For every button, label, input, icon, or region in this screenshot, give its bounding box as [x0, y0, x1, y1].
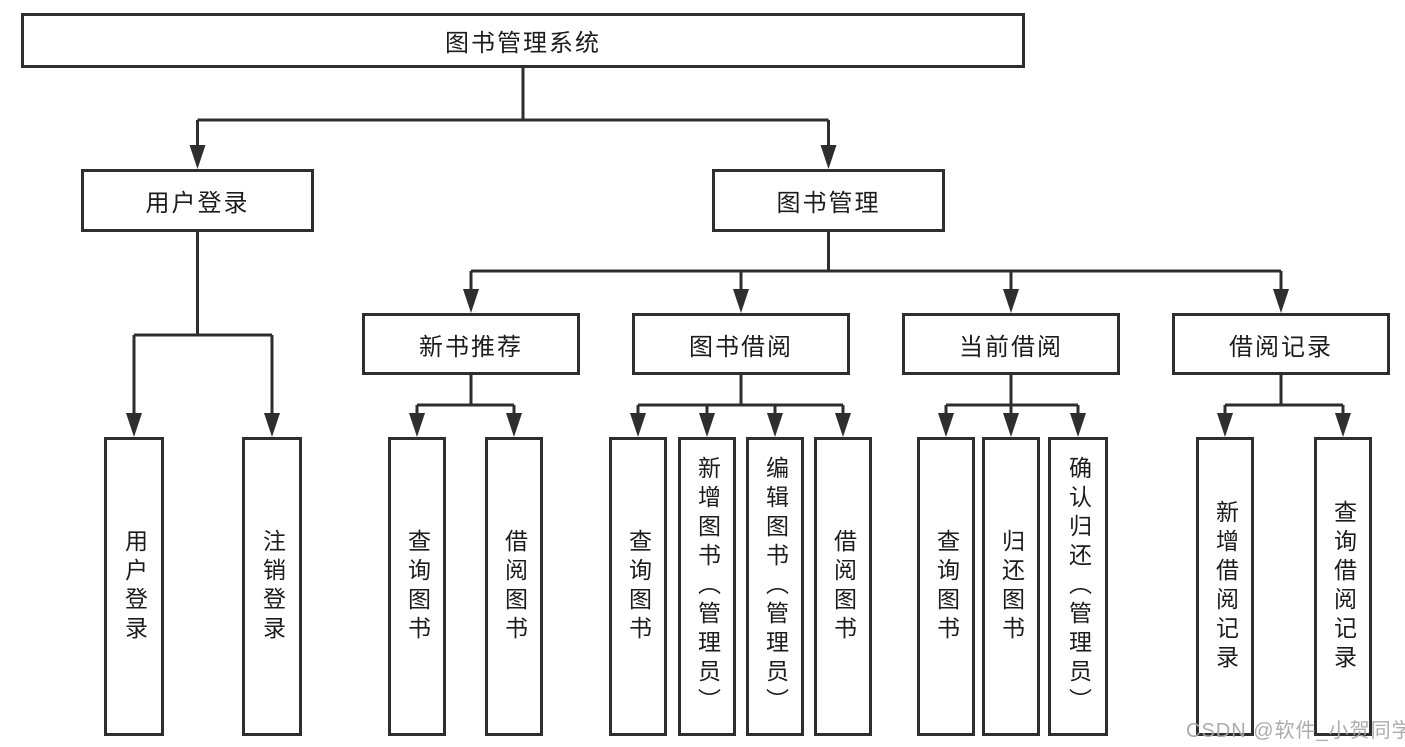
arrowhead [1217, 413, 1233, 437]
node-label: 新增图书（管理员） [694, 456, 721, 717]
node-book-management: 图书管理 [712, 169, 945, 232]
leaf-query-books-current: 查询图书 [917, 437, 975, 736]
leaf-borrow-books-recommend: 借阅图书 [485, 437, 543, 736]
csdn-watermark: CSDN @软件_小贺同学 [1186, 720, 1405, 742]
node-library-system: 图书管理系统 [21, 13, 1025, 68]
arrowhead [189, 145, 206, 169]
connector-newbook-children [415, 375, 516, 418]
arrowhead [767, 413, 783, 437]
leaf-query-borrow-record: 查询借阅记录 [1314, 437, 1372, 736]
node-label: 借阅图书 [830, 528, 857, 645]
arrowhead [1335, 413, 1351, 437]
leaf-borrow-books: 借阅图书 [814, 437, 872, 736]
node-label: 用户登录 [145, 190, 250, 217]
arrowhead [733, 289, 749, 313]
arrowhead [1003, 289, 1019, 313]
arrowhead [1070, 413, 1086, 437]
connector-root-to-level2 [196, 68, 830, 150]
node-label: 查询图书 [404, 528, 431, 645]
node-label: 图书管理系统 [445, 30, 601, 57]
connector-current-children [944, 375, 1080, 418]
node-label: 图书管理 [776, 190, 881, 217]
node-label: 查询借阅记录 [1330, 499, 1357, 674]
leaf-query-books-recommend: 查询图书 [388, 437, 446, 736]
node-borrowing-records: 借阅记录 [1172, 313, 1390, 375]
leaf-user-login: 用户登录 [104, 437, 164, 736]
node-label: 借阅记录 [1229, 333, 1333, 361]
arrowhead [264, 413, 280, 437]
leaf-query-books-borrow: 查询图书 [609, 437, 667, 736]
node-label: 编辑图书（管理员） [762, 456, 789, 717]
node-user-login: 用户登录 [81, 169, 314, 232]
leaf-logout: 注销登录 [242, 437, 302, 736]
leaf-edit-books-admin: 编辑图书（管理员） [746, 437, 804, 736]
node-label: 查询图书 [933, 528, 960, 645]
node-label: 查询图书 [625, 528, 652, 645]
node-new-book-recommendation: 新书推荐 [362, 313, 580, 375]
leaf-return-books: 归还图书 [982, 437, 1040, 736]
node-label: 新书推荐 [419, 333, 523, 361]
node-label: 确认归还（管理员） [1065, 456, 1092, 717]
leaf-add-borrow-record: 新增借阅记录 [1196, 437, 1254, 736]
node-label: 图书借阅 [689, 333, 793, 361]
node-book-borrowing: 图书借阅 [632, 313, 850, 375]
connector-records-children [1223, 375, 1345, 418]
arrowhead [409, 413, 425, 437]
node-label: 注销登录 [259, 528, 286, 645]
node-label: 归还图书 [998, 528, 1025, 645]
arrowhead [506, 413, 522, 437]
arrowhead [1273, 289, 1289, 313]
arrowhead [938, 413, 954, 437]
arrowhead [820, 145, 837, 169]
arrowhead [699, 413, 715, 437]
node-label: 当前借阅 [959, 333, 1063, 361]
arrowhead [463, 289, 479, 313]
node-current-borrowing: 当前借阅 [902, 313, 1120, 375]
arrowhead [126, 413, 142, 437]
connector-borrow-children [636, 375, 845, 418]
connector-bookmgmt-children [469, 232, 1283, 294]
node-label: 新增借阅记录 [1212, 499, 1239, 674]
node-label: 借阅图书 [501, 528, 528, 645]
leaf-confirm-return-admin: 确认归还（管理员） [1048, 437, 1108, 736]
node-label: 用户登录 [121, 528, 148, 645]
leaf-add-books-admin: 新增图书（管理员） [678, 437, 736, 736]
arrowhead [835, 413, 851, 437]
arrowhead [1003, 413, 1019, 437]
arrowhead [630, 413, 646, 437]
connector-userlogin-children [132, 232, 274, 418]
